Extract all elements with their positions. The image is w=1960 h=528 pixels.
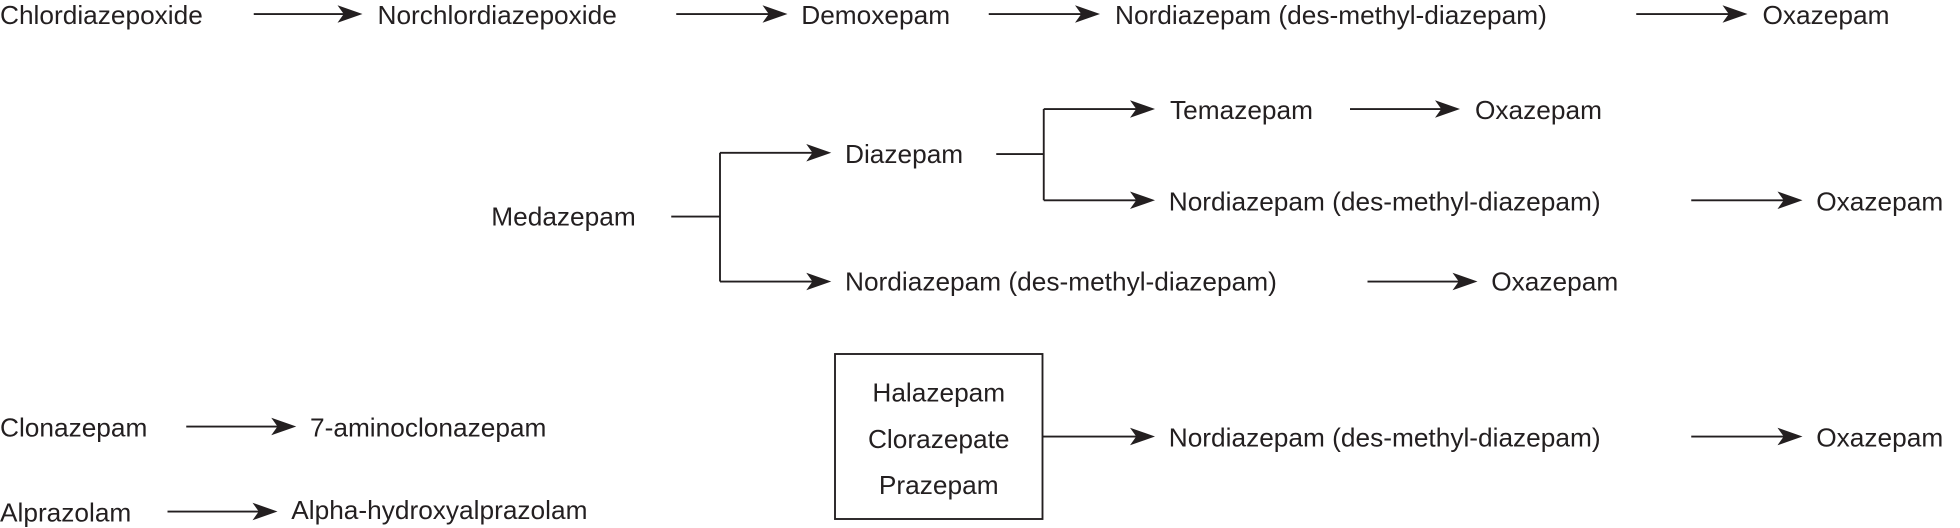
arrow-head-icon bbox=[1130, 100, 1155, 118]
oxazepam: Oxazepam bbox=[1816, 186, 1943, 216]
arrow-head-icon bbox=[1435, 100, 1460, 118]
halazepam: Halazepam bbox=[872, 378, 1005, 408]
clonazepam: Clonazepam bbox=[0, 413, 147, 443]
arrow-head-icon bbox=[806, 144, 832, 162]
arrow-head-icon bbox=[252, 502, 278, 521]
arrow bbox=[1691, 191, 1803, 209]
arrow-head-icon bbox=[1777, 427, 1803, 446]
arrow bbox=[1367, 272, 1478, 291]
arrow bbox=[720, 144, 832, 162]
arrow bbox=[1042, 427, 1155, 446]
nordiazepam: Nordiazepam (des-methyl-diazepam) bbox=[1115, 0, 1547, 30]
arrow bbox=[253, 5, 363, 23]
norchlordiazepoxide: Norchlordiazepoxide bbox=[378, 0, 617, 30]
diazepam: Diazepam bbox=[845, 139, 963, 169]
medazepam: Medazepam bbox=[491, 201, 635, 231]
arrow bbox=[167, 502, 278, 521]
nordiazepam: Nordiazepam (des-methyl-diazepam) bbox=[845, 266, 1277, 296]
nordiazepam: Nordiazepam (des-methyl-diazepam) bbox=[1169, 186, 1601, 216]
arrow-head-icon bbox=[1130, 191, 1155, 209]
arrow bbox=[1043, 191, 1155, 209]
demoxepam: Demoxepam bbox=[801, 0, 950, 30]
arrow-head-icon bbox=[337, 5, 363, 23]
arrow-head-icon bbox=[762, 5, 788, 23]
oxazepam: Oxazepam bbox=[1475, 95, 1602, 125]
arrow-head-icon bbox=[1452, 272, 1478, 291]
arrow-head-icon bbox=[271, 417, 297, 436]
connector-lines bbox=[671, 108, 1045, 282]
alpha-hydroxyalprazolam: Alpha-hydroxyalprazolam bbox=[291, 495, 587, 525]
arrow bbox=[1043, 100, 1155, 118]
7-aminoclonazepam: 7-aminoclonazepam bbox=[310, 413, 546, 443]
arrow-head-icon bbox=[1075, 5, 1100, 23]
temazepam: Temazepam bbox=[1170, 95, 1313, 125]
arrow-head-icon bbox=[1777, 191, 1803, 209]
arrow bbox=[1691, 427, 1803, 446]
arrow-head-icon bbox=[806, 272, 832, 291]
oxazepam: Oxazepam bbox=[1763, 0, 1890, 30]
arrow bbox=[988, 5, 1100, 23]
arrow bbox=[676, 5, 788, 23]
prazepam: Prazepam bbox=[879, 470, 999, 500]
arrow bbox=[1636, 5, 1748, 23]
prodrug-box bbox=[834, 353, 1044, 520]
arrow bbox=[1350, 100, 1460, 118]
arrow-head-icon bbox=[1722, 5, 1748, 23]
arrow bbox=[186, 417, 297, 436]
oxazepam: Oxazepam bbox=[1816, 423, 1943, 453]
arrows bbox=[167, 5, 1803, 521]
arrow-head-icon bbox=[1130, 427, 1155, 446]
clorazepate: Clorazepate bbox=[868, 424, 1010, 454]
alprazolam: Alprazolam bbox=[0, 498, 131, 528]
nordiazepam: Nordiazepam (des-methyl-diazepam) bbox=[1169, 423, 1601, 453]
arrow bbox=[720, 272, 832, 291]
chlordiazepoxide: Chlordiazepoxide bbox=[0, 0, 203, 30]
oxazepam: Oxazepam bbox=[1491, 266, 1618, 296]
